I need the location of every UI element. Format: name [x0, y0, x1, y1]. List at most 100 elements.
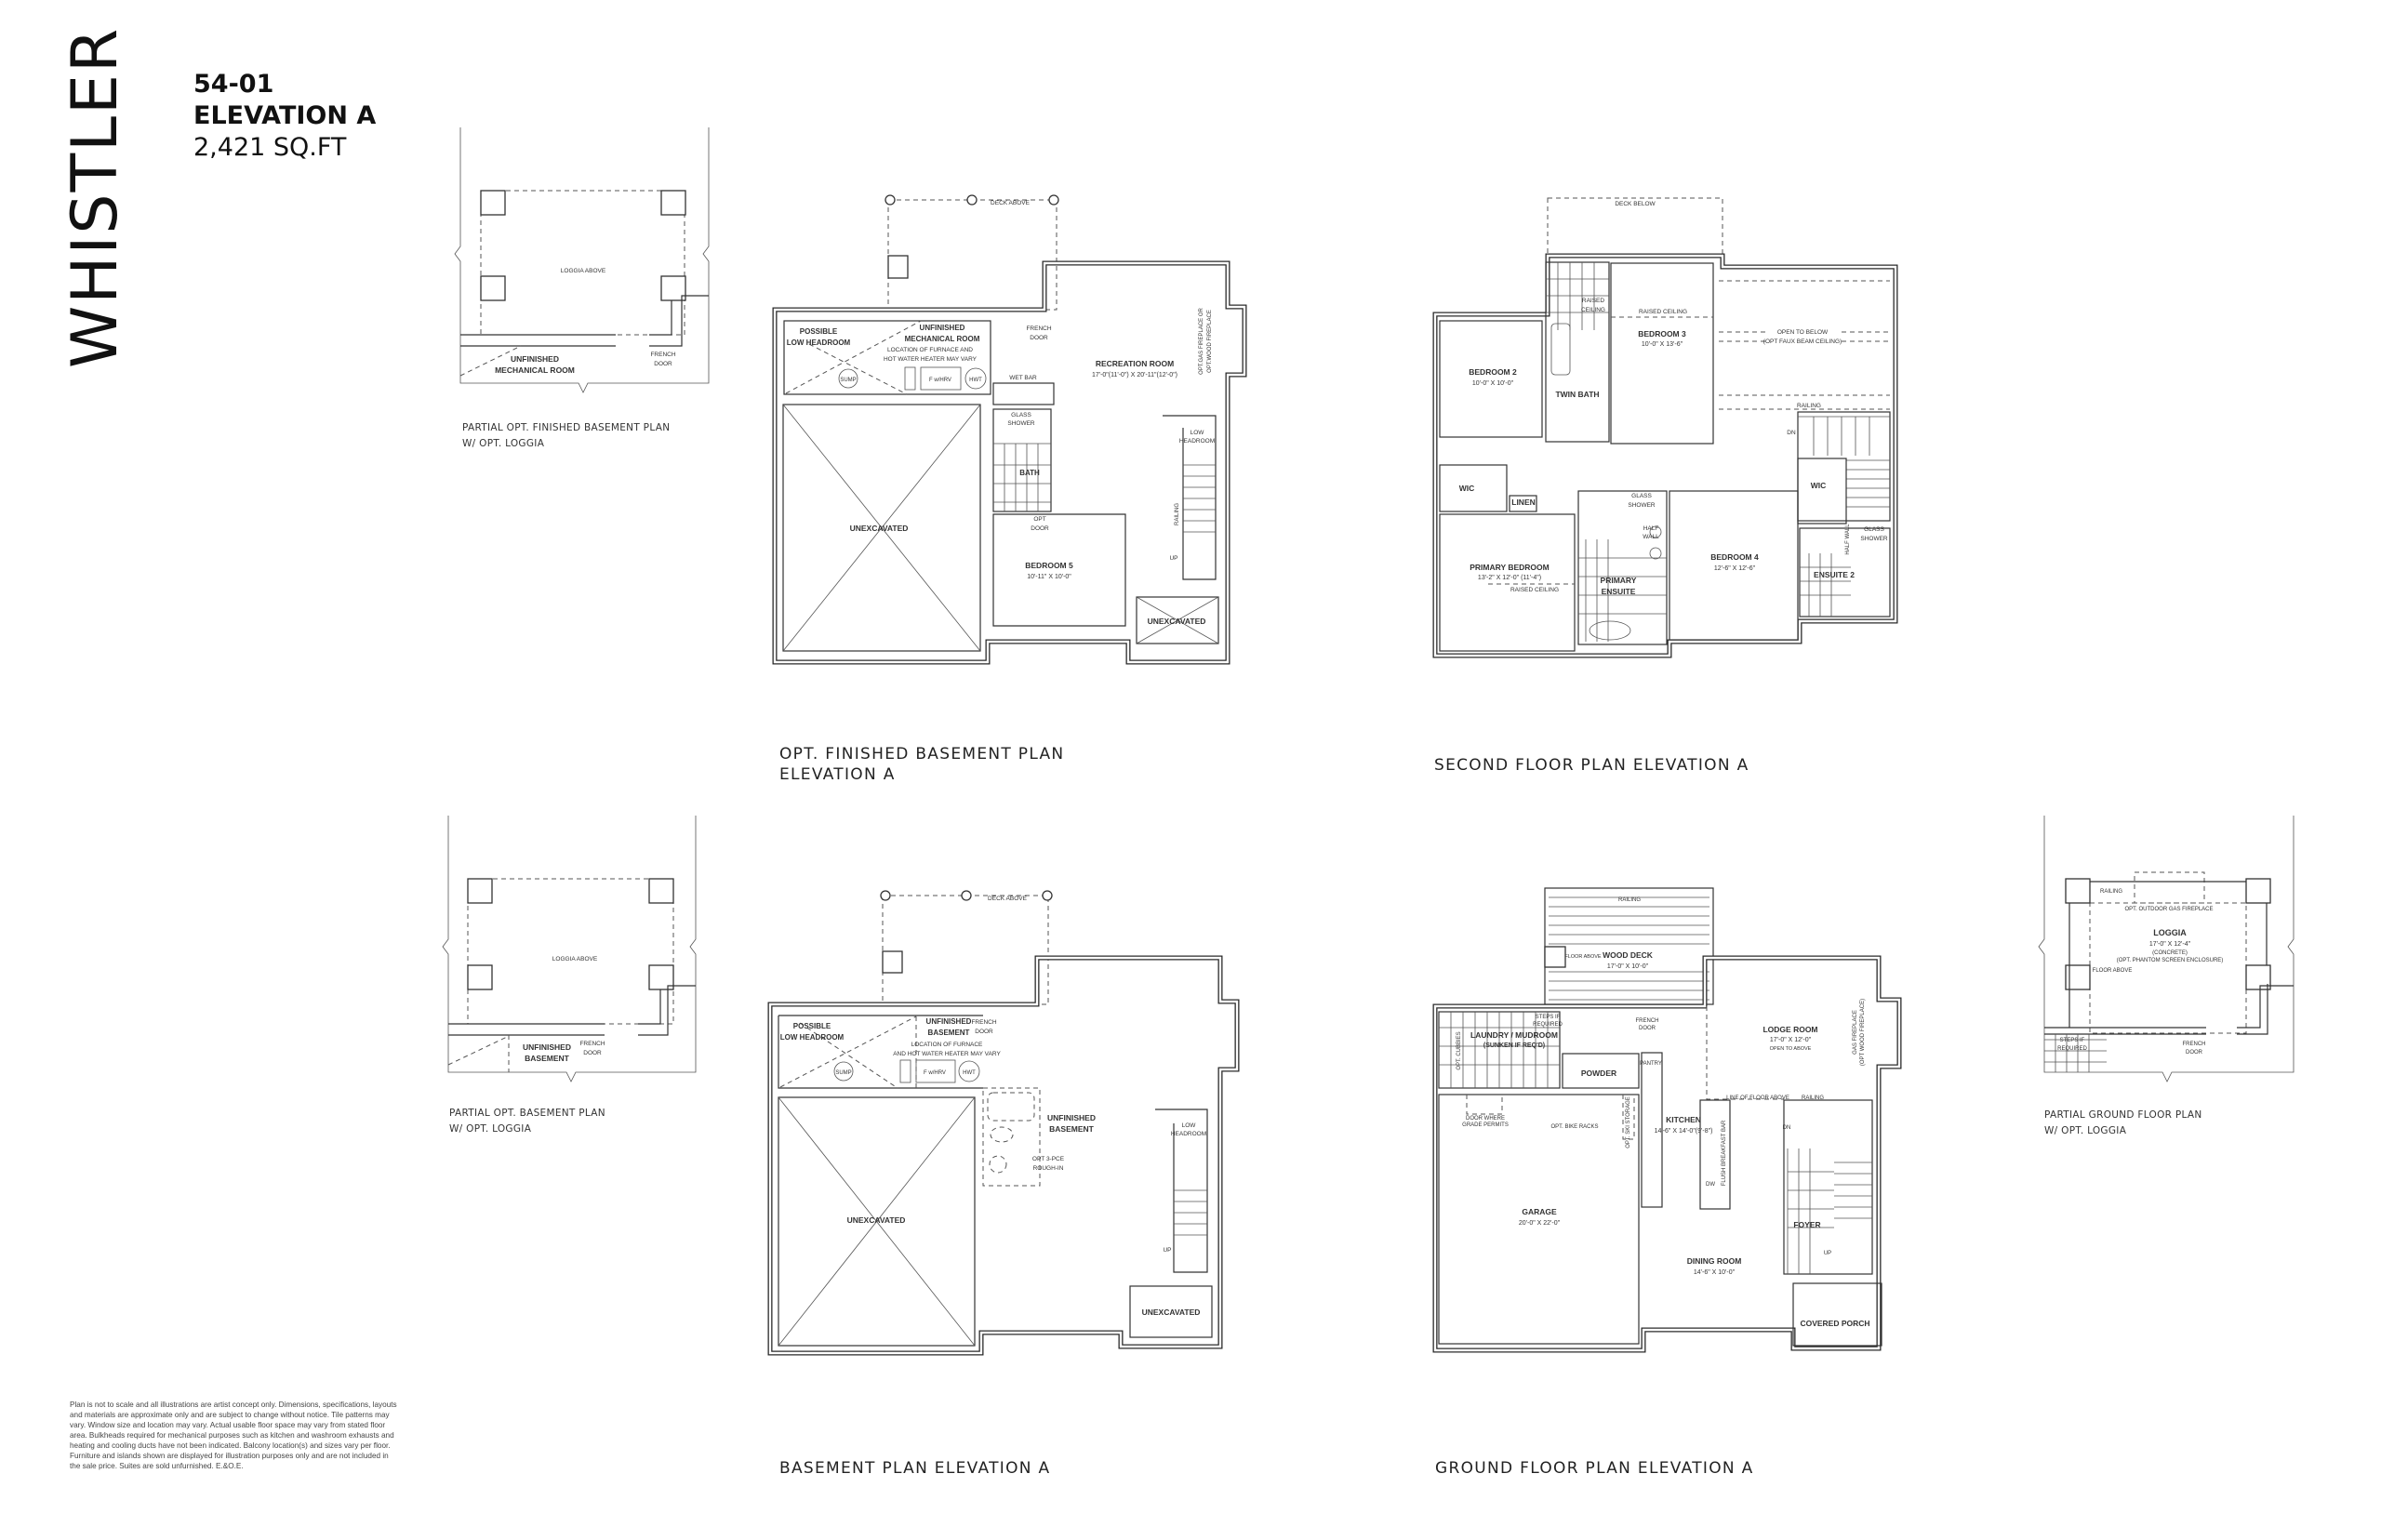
- room-label: DN: [1787, 430, 1796, 436]
- caption-line: PARTIAL OPT. BASEMENT PLAN: [449, 1108, 605, 1119]
- room-label: (CONCRETE): [2152, 950, 2188, 956]
- room-label: OPEN TO BELOW: [1777, 329, 1829, 336]
- room-label: (SUNKEN IF REQ'D): [1483, 1042, 1545, 1049]
- room-label: MECHANICAL ROOM: [495, 365, 575, 375]
- room-label: RAILING: [1175, 503, 1180, 525]
- room-label: GRADE PERMITS: [1462, 1122, 1509, 1128]
- room-label: POWDER: [1581, 1069, 1616, 1078]
- room-label: DOOR: [975, 1029, 993, 1035]
- room-label: RAILING: [2100, 889, 2122, 895]
- room-label: HALF WALL: [1845, 524, 1851, 555]
- room-label: DECK ABOVE: [988, 896, 1028, 902]
- room-label: DN: [1783, 1125, 1791, 1131]
- room-label: RAILING: [1618, 897, 1641, 903]
- room-label: F w/HRV: [924, 1070, 946, 1076]
- partial-basement-plan: [442, 816, 697, 1082]
- room-label: HEADROOM: [1171, 1131, 1206, 1137]
- room-label: DOOR: [2186, 1050, 2203, 1055]
- room-label: DW: [1706, 1182, 1715, 1188]
- room-label: LINE OF FLOOR ABOVE: [1726, 1095, 1789, 1101]
- basement-caption: BASEMENT PLAN ELEVATION A: [779, 1459, 1051, 1478]
- room-label: BEDROOM 3: [1638, 329, 1686, 339]
- second-floor-plan: [1432, 197, 1898, 658]
- room-label: HALF: [1643, 525, 1659, 532]
- room-label: ROUGH-IN: [1033, 1165, 1064, 1172]
- caption-line: W/ OPT. LOGGIA: [2044, 1125, 2127, 1136]
- room-label: FRENCH: [650, 352, 675, 358]
- room-label: DECK ABOVE: [991, 200, 1031, 206]
- room-label: POSSIBLE: [800, 327, 838, 336]
- finished-basement-caption: OPT. FINISHED BASEMENT PLAN ELEVATION A: [779, 744, 1064, 785]
- room-label: LOCATION OF FURNACE: [911, 1042, 983, 1048]
- room-label: OPT.GAS FIREPLACE OR: [1199, 307, 1204, 374]
- room-label: 17'-0" X 12'-4": [2149, 941, 2191, 948]
- room-label: MECHANICAL ROOM: [905, 335, 980, 343]
- room-label: OPT 3-PCE: [1032, 1156, 1065, 1162]
- room-label: FRENCH: [971, 1019, 996, 1026]
- room-label: RAISED: [1582, 298, 1605, 304]
- room-label: HEADROOM: [1179, 438, 1215, 445]
- room-label: STEPS IF: [1536, 1015, 1561, 1020]
- room-label: CEILING: [1581, 307, 1605, 313]
- room-label: DOOR: [583, 1050, 602, 1056]
- room-label: RAISED CEILING: [1639, 309, 1687, 315]
- caption-line: W/ OPT. LOGGIA: [449, 1123, 532, 1135]
- room-label: UNFINISHED: [511, 354, 559, 364]
- partial-basement-caption: PARTIAL OPT. BASEMENT PLAN W/ OPT. LOGGI…: [449, 1106, 605, 1137]
- room-label: 10'-0" X 10'-0": [1472, 380, 1514, 387]
- ground-floor-plan: [1432, 887, 1902, 1353]
- room-label: STEPS IF: [2060, 1038, 2085, 1043]
- room-label: LOW HEADROOM: [780, 1033, 845, 1042]
- room-label: RAILING: [1802, 1095, 1824, 1101]
- partial-ground-floor-labels: RAILING OPT. OUTDOOR GAS FIREPLACE LOGGIA 1…: [2057, 889, 2223, 1055]
- room-label: ENSUITE 2: [1814, 570, 1855, 579]
- room-label: UNFINISHED: [523, 1042, 571, 1052]
- room-label: ENSUITE: [1602, 587, 1636, 596]
- room-label: FLOOR ABOVE: [2093, 968, 2133, 974]
- room-label: UNFINISHED: [1047, 1113, 1096, 1122]
- room-label: DOOR: [1030, 335, 1048, 341]
- room-label: RECREATION ROOM: [1096, 359, 1174, 368]
- room-label: 10'-0" X 13'-6": [1642, 341, 1683, 348]
- room-label: (OPT. PHANTOM SCREEN ENCLOSURE): [2117, 958, 2224, 963]
- room-label: REQUIRED: [2057, 1046, 2087, 1052]
- room-label: 20'-0" X 22'-0": [1519, 1220, 1561, 1227]
- room-label: BEDROOM 2: [1469, 367, 1517, 377]
- room-label: OPT: [1033, 516, 1045, 523]
- room-label: GLASS: [1864, 526, 1884, 533]
- room-label: LINEN: [1511, 498, 1536, 507]
- room-label: SHOWER: [1860, 536, 1888, 542]
- room-label: UNFINISHED: [926, 1017, 972, 1026]
- square-footage: 2,421 SQ.FT: [193, 133, 347, 162]
- room-label: (OPT WOOD FIREPLACE): [1860, 999, 1866, 1066]
- room-label: UP: [1824, 1251, 1831, 1256]
- room-label: SHOWER: [1007, 420, 1035, 427]
- room-label: GARAGE: [1522, 1207, 1557, 1216]
- caption-line: OPT. FINISHED BASEMENT PLAN: [779, 745, 1065, 763]
- room-label: BASEMENT: [928, 1029, 970, 1037]
- room-label: LOGGIA: [2153, 928, 2187, 937]
- room-label: AND HOT WATER HEATER MAY VARY: [893, 1051, 1001, 1057]
- room-label: HWT: [969, 378, 982, 383]
- room-label: HOT WATER HEATER MAY VARY: [884, 356, 978, 363]
- disclaimer: Plan is not to scale and all illustratio…: [70, 1401, 397, 1470]
- room-label: GLASS: [1631, 493, 1652, 499]
- room-label: WIC: [1459, 484, 1475, 493]
- room-label: SUMP: [835, 1070, 851, 1076]
- basement-plan: [767, 890, 1240, 1356]
- room-label: REQUIRED: [1533, 1022, 1563, 1028]
- room-label: PRIMARY BEDROOM: [1470, 563, 1549, 572]
- room-label: 17'-0" X 10'-0": [1607, 963, 1649, 970]
- caption-line: ELEVATION A: [779, 765, 896, 784]
- room-label: LOW: [1182, 1122, 1197, 1129]
- room-label: BATH: [1019, 469, 1040, 477]
- room-label: UP: [1169, 555, 1177, 562]
- room-label: 14'-6" X 14'-0"(9'-8"): [1655, 1128, 1713, 1135]
- room-label: BASEMENT: [525, 1054, 570, 1063]
- partial-finished-basement-plan: [454, 127, 710, 393]
- room-label: OPT. OUTDOOR GAS FIREPLACE: [2124, 907, 2213, 912]
